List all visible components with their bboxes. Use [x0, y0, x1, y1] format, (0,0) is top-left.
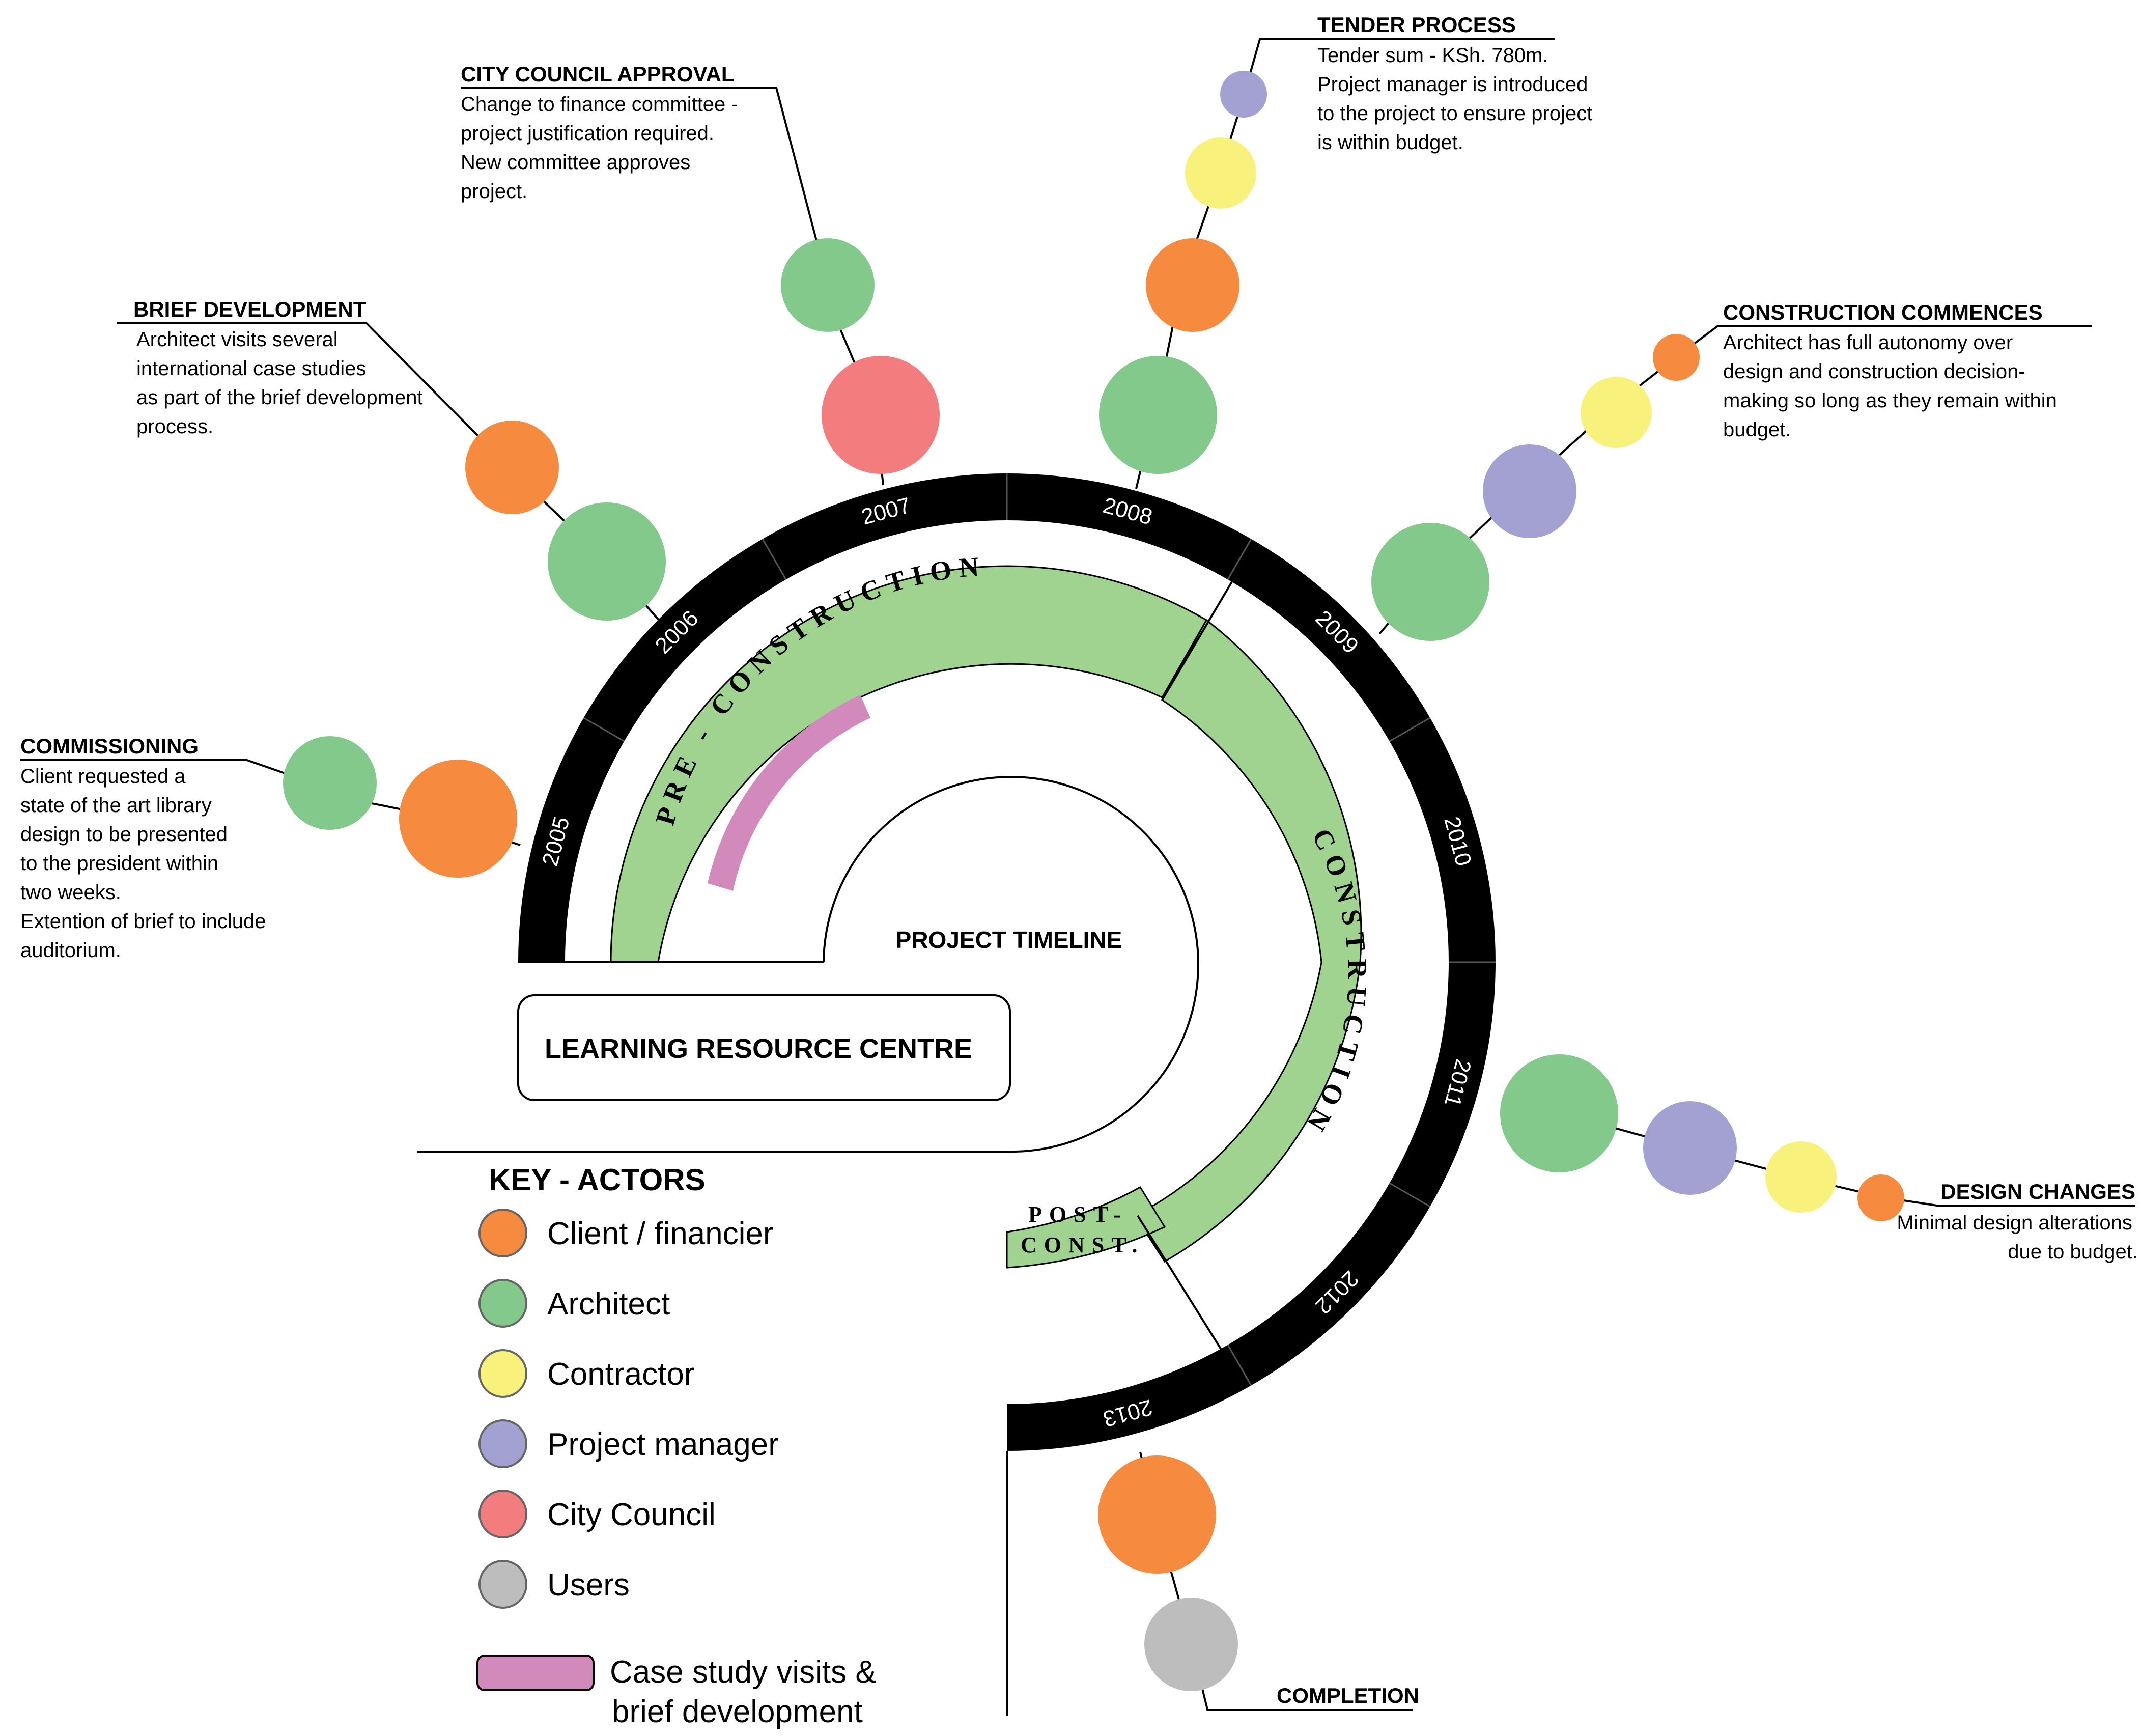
key-label: Contractor: [547, 1357, 694, 1392]
post-construction-label-line1: POST-: [1028, 1202, 1128, 1227]
design-changes-description: Minimal design alterations due to budget…: [1897, 1212, 2138, 1263]
council-citycouncil-circle: [822, 356, 940, 474]
changes-architect-circle: [1500, 1054, 1618, 1172]
changes-client-circle: [1857, 1174, 1904, 1221]
tender-process-title: TENDER PROCESS: [1317, 13, 1516, 37]
year-tick: [1227, 1344, 1252, 1386]
key-swatch: [478, 1419, 527, 1468]
commences-pm-circle: [1483, 444, 1576, 538]
phase-divider-pre-con: [1161, 544, 1255, 701]
key-label: Client / financier: [547, 1216, 774, 1251]
event-connectors: [20, 38, 2135, 1711]
key-items: Client / financierArchitectContractorPro…: [478, 1209, 779, 1609]
post-construction-label-line2: CONST.: [1021, 1233, 1144, 1257]
case-study-arc: [708, 695, 870, 891]
commissioning-description: Client requested a state of the art libr…: [20, 765, 272, 962]
brief-architect-circle: [548, 502, 666, 621]
key-swatch: [478, 1279, 527, 1328]
completion-title: COMPLETION: [1277, 1684, 1419, 1707]
brief-client-circle: [465, 421, 559, 514]
project-name: LEARNING RESOURCE CENTRE: [545, 1033, 972, 1064]
city-council-approval-title: CITY COUNCIL APPROVAL: [461, 62, 735, 86]
tender-architect-circle: [1099, 356, 1217, 474]
commences-client-circle: [1653, 334, 1700, 381]
key-swatch: [478, 1349, 527, 1398]
key-label: Architect: [547, 1286, 670, 1322]
key-legend: KEY - ACTORS Client / financierArchitect…: [476, 1163, 877, 1729]
case-study-swatch: [476, 1655, 595, 1691]
brief-development-title: BRIEF DEVELOPMENT: [133, 297, 367, 321]
changes-pm-circle: [1643, 1101, 1737, 1195]
council-architect-circle: [781, 238, 875, 332]
year-tick: [1227, 538, 1252, 580]
phase-bands: [610, 565, 1362, 1269]
tender-pm-circle: [1220, 71, 1267, 118]
project-timeline-title: PROJECT TIMELINE: [896, 927, 1122, 953]
case-study-label-line1: Case study visits &: [610, 1655, 877, 1690]
tender-process-description: Tender sum - KSh. 780m. Project manager …: [1317, 44, 1598, 154]
event-annotations: COMMISSIONING Client requested a state o…: [20, 13, 2138, 1707]
phase-divider-con-post: [1137, 1215, 1231, 1364]
pre-construction-band: [610, 565, 1208, 963]
completion-client-circle: [1098, 1455, 1216, 1574]
key-swatch: [478, 1490, 527, 1538]
actor-circles: [283, 71, 1904, 1691]
key-title: KEY - ACTORS: [489, 1163, 706, 1197]
key-label: City Council: [547, 1497, 716, 1532]
year-tick: [1389, 717, 1431, 742]
key-label: Users: [547, 1567, 630, 1603]
project-name-box: [517, 994, 1011, 1101]
key-label: Project manager: [547, 1427, 779, 1462]
construction-band-shape: [1134, 619, 1362, 1263]
brief-development-description: Architect visits several international c…: [136, 328, 429, 438]
tender-client-circle: [1146, 238, 1239, 332]
design-changes-title: DESIGN CHANGES: [1940, 1180, 2135, 1203]
key-swatch: [478, 1560, 527, 1609]
post-construction-band: [1006, 1186, 1166, 1269]
changes-contractor-circle: [1765, 1141, 1837, 1213]
construction-commences-description: Architect has full autonomy over design …: [1723, 331, 2063, 441]
commissioning-architect-circle: [283, 736, 377, 830]
commences-architect-circle: [1371, 523, 1489, 641]
construction-commences-title: CONSTRUCTION COMMENCES: [1723, 300, 2043, 324]
year-tick: [1389, 1182, 1431, 1208]
completion-users-circle: [1144, 1598, 1238, 1691]
case-study-label-line2: brief development: [612, 1694, 863, 1729]
year-tick: [762, 538, 787, 580]
year-ticks: [583, 473, 1496, 1386]
city-council-approval-description: Change to finance committee - project ju…: [461, 93, 744, 203]
key-swatch: [478, 1209, 527, 1257]
year-tick: [583, 717, 625, 742]
commissioning-client-circle: [399, 760, 517, 878]
commences-contractor-circle: [1581, 377, 1652, 448]
inner-semicircle: [417, 776, 1199, 1153]
commissioning-title: COMMISSIONING: [20, 734, 199, 758]
tender-contractor-circle: [1185, 137, 1256, 209]
